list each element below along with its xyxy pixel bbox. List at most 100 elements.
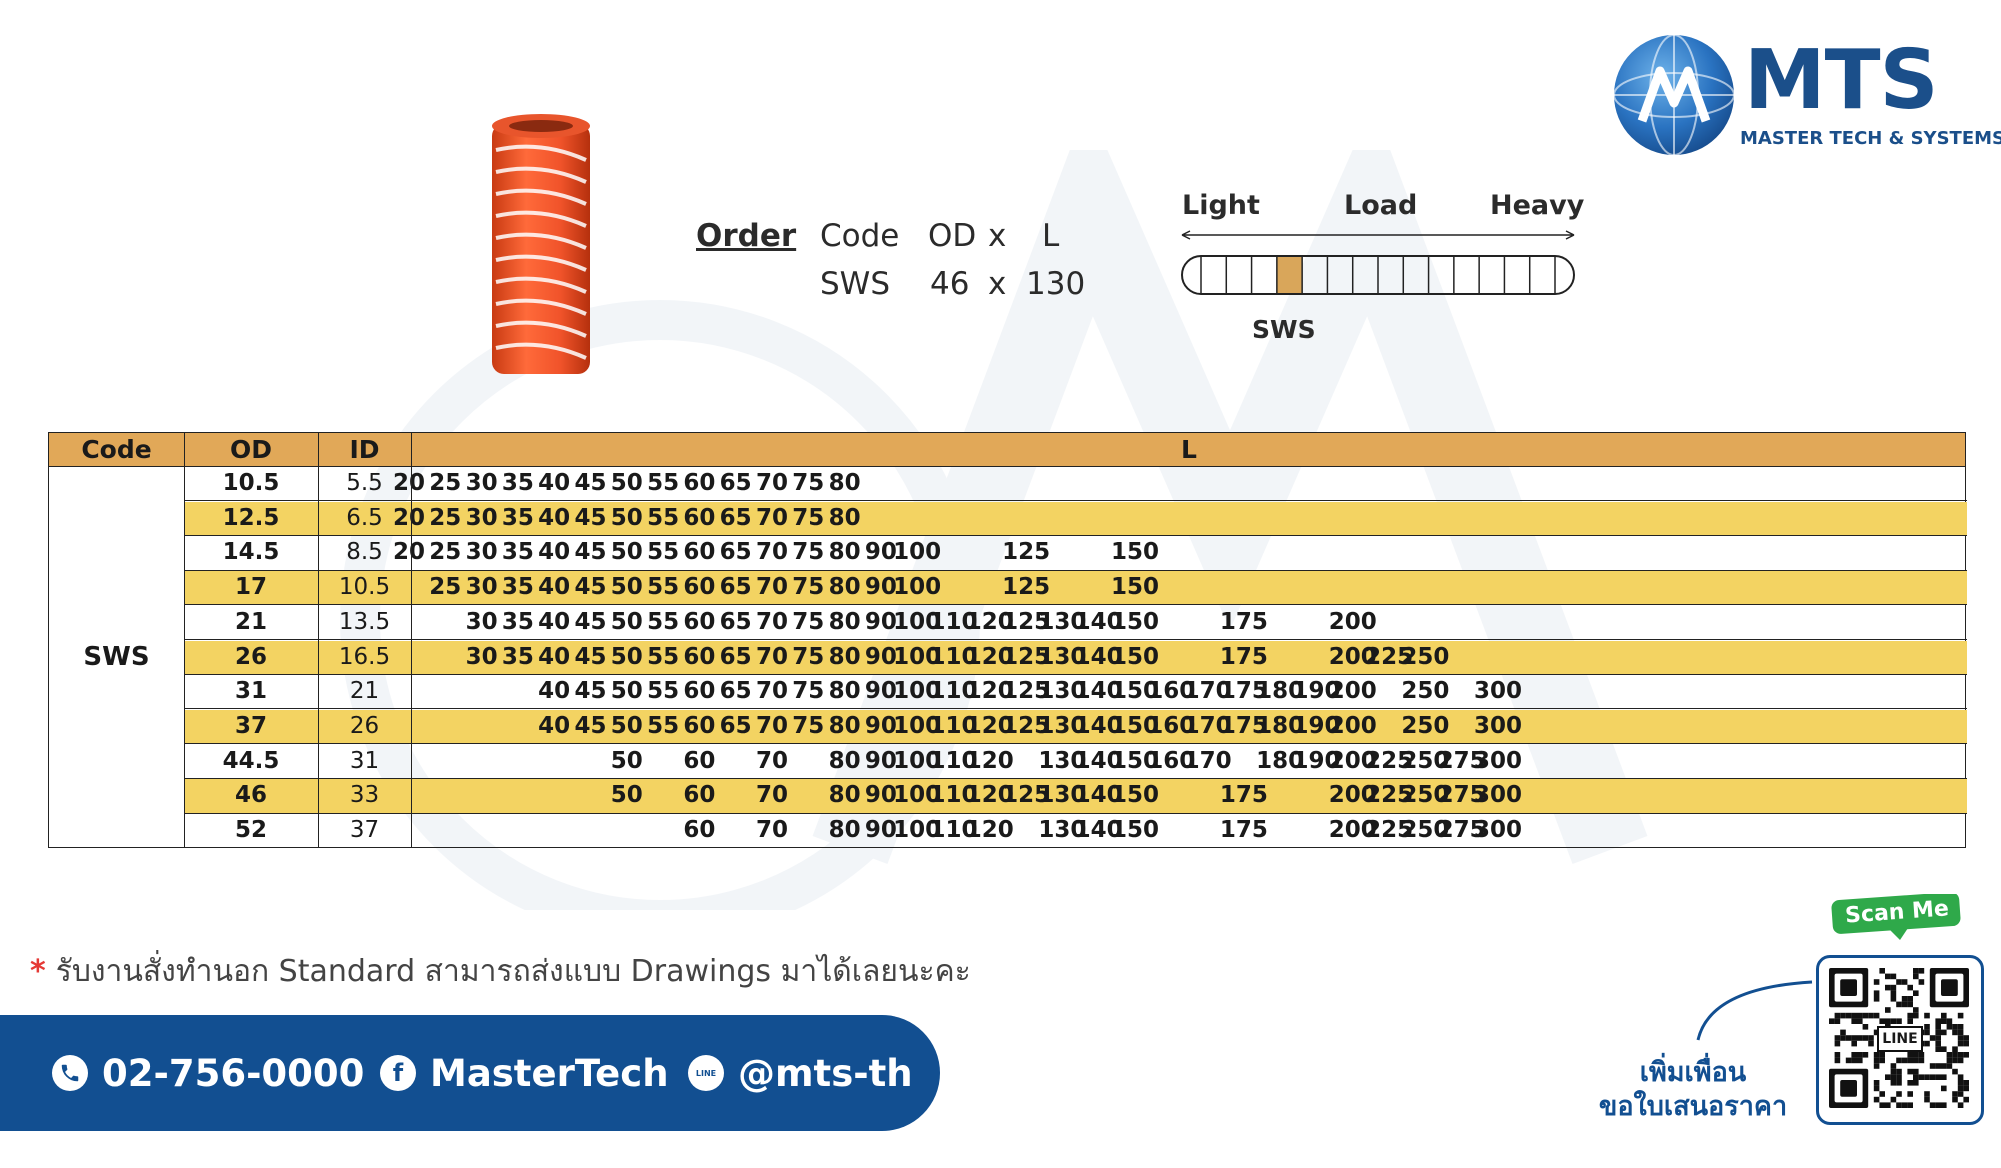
length-value: 120 (965, 712, 1014, 739)
line-qr-code[interactable]: LINE (1816, 955, 1984, 1125)
length-value: 80 (828, 608, 861, 635)
length-value: 120 (965, 608, 1014, 635)
length-value: 80 (828, 539, 861, 566)
length-value: 40 (538, 608, 571, 635)
length-value: 150 (1110, 678, 1160, 705)
length-value: 30 (465, 608, 498, 635)
length-value: 20 (392, 470, 426, 496)
curved-arrow (1696, 980, 1813, 1041)
line-id: @mts-th (738, 1051, 913, 1095)
length-value: 150 (1110, 574, 1160, 601)
length-value: 80 (828, 782, 861, 809)
order-od-header: OD (928, 218, 977, 254)
length-value: 125 (1002, 539, 1051, 566)
length-value: 40 (538, 539, 571, 566)
length-value: 250 (1401, 678, 1450, 705)
code-cell: SWS (83, 642, 150, 672)
length-value: 225 (1365, 747, 1414, 774)
length-value: 80 (828, 643, 861, 670)
od-cell: 52 (234, 817, 267, 843)
header-od: OD (229, 435, 272, 464)
facebook-icon: f (380, 1055, 416, 1091)
spring-image (492, 114, 590, 374)
id-cell: 8.5 (346, 539, 383, 566)
brand-name: MTS (1744, 33, 1939, 128)
length-value: 55 (647, 678, 680, 705)
od-cell: 26 (234, 643, 267, 670)
length-value: 200 (1328, 678, 1377, 705)
length-value: 300 (1473, 712, 1523, 739)
phone-link[interactable]: 02-756-0000 (52, 1049, 364, 1097)
length-value: 175 (1219, 712, 1268, 739)
length-value: 50 (610, 643, 643, 670)
phone-number: 02-756-0000 (102, 1051, 365, 1095)
id-cell: 37 (349, 817, 380, 843)
load-heavy-label: Heavy (1490, 190, 1585, 221)
length-value: 300 (1473, 747, 1523, 774)
length-value: 35 (501, 608, 534, 635)
length-value: 45 (574, 608, 607, 635)
length-value: 120 (965, 678, 1014, 705)
length-value: 110 (929, 747, 978, 774)
length-value: 65 (719, 470, 752, 496)
qr-caption-add-friend: เพิ่มเพื่อน (1639, 1057, 1747, 1088)
length-value: 20 (392, 539, 426, 566)
length-value: 150 (1110, 539, 1160, 566)
contact-bar: 02-756-0000 f MasterTech LINE @mts-th (0, 1015, 940, 1131)
length-value: 125 (1002, 782, 1051, 809)
facebook-link[interactable]: f MasterTech (380, 1049, 669, 1097)
line-link[interactable]: LINE @mts-th (688, 1049, 913, 1097)
length-value: 140 (1074, 643, 1123, 670)
length-value: 30 (465, 470, 498, 496)
length-value: 130 (1038, 608, 1087, 635)
length-value: 200 (1328, 817, 1377, 843)
length-value: 140 (1074, 608, 1123, 635)
length-value: 250 (1401, 712, 1450, 739)
id-cell: 31 (349, 747, 380, 774)
load-arrow (1181, 230, 1575, 240)
header-l: L (1181, 435, 1197, 464)
length-value: 40 (538, 574, 571, 601)
id-cell: 21 (349, 678, 380, 705)
length-value: 80 (828, 817, 861, 843)
length-value: 40 (538, 643, 571, 670)
length-value: 60 (683, 539, 716, 566)
length-value: 30 (465, 539, 498, 566)
length-value: 60 (683, 504, 716, 531)
length-value: 80 (828, 747, 861, 774)
note-star: * (30, 954, 46, 989)
length-value: 75 (792, 574, 825, 601)
id-cell: 5.5 (346, 470, 383, 496)
length-value: 60 (683, 747, 716, 774)
length-value: 225 (1365, 643, 1414, 670)
order-x-sign: x (988, 266, 1007, 302)
length-value: 120 (965, 643, 1014, 670)
length-value: 65 (719, 712, 752, 739)
qr-line-badge: LINE (1877, 1026, 1923, 1052)
length-value: 225 (1365, 817, 1414, 843)
length-value: 100 (893, 817, 942, 843)
length-value: 125 (1002, 712, 1051, 739)
phone-icon (52, 1055, 88, 1091)
length-value: 120 (965, 747, 1014, 774)
length-value: 110 (929, 782, 978, 809)
length-value: 90 (864, 608, 897, 635)
length-value: 140 (1074, 747, 1123, 774)
length-value: 100 (893, 712, 942, 739)
order-l-header: L (1042, 218, 1060, 254)
length-value: 125 (1002, 643, 1051, 670)
length-value: 70 (755, 539, 789, 566)
length-value: 90 (864, 712, 897, 739)
length-value: 55 (647, 608, 680, 635)
length-value: 70 (755, 712, 789, 739)
length-value: 90 (864, 782, 897, 809)
length-value: 55 (647, 504, 680, 531)
length-value: 35 (501, 574, 534, 601)
length-value: 100 (893, 747, 942, 774)
length-value: 250 (1401, 643, 1450, 670)
length-value: 190 (1292, 712, 1341, 739)
od-cell: 37 (234, 712, 267, 739)
length-value: 175 (1219, 782, 1268, 809)
